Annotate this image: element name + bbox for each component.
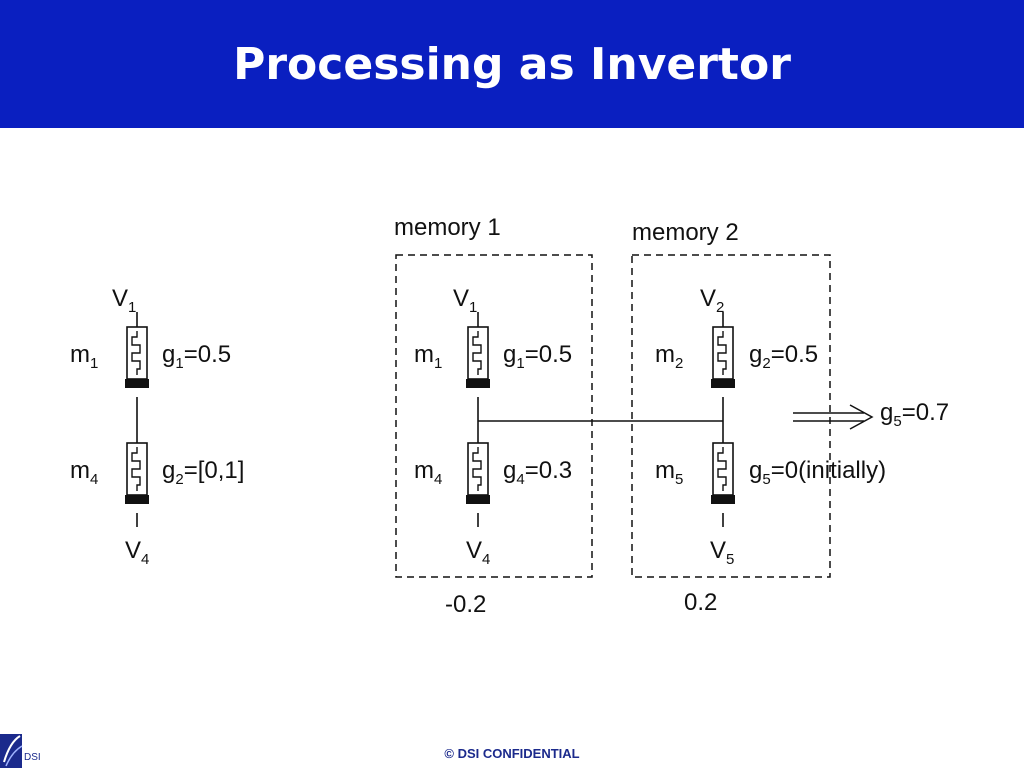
memory1-lower-device-label: m4	[414, 457, 442, 488]
left-bottom-node-label: V4	[125, 537, 149, 568]
logo-text: DSI	[24, 752, 41, 763]
memory1-block: memory 1 -0.2 V1 V4 m1 g1=0.5 m4 g4=0.3	[394, 214, 593, 618]
memristor-left-upper	[124, 326, 150, 389]
memory1-upper-device-label: m1	[414, 341, 442, 372]
memory1-value: -0.2	[445, 591, 486, 618]
slide-title: Processing as Invertor	[233, 38, 791, 90]
memory2-upper-conductance: g2=0.5	[749, 341, 818, 372]
memristor-left-lower	[124, 442, 150, 505]
memristor-m2	[710, 326, 736, 389]
left-top-node-label: V1	[112, 285, 136, 316]
memory1-boundary	[395, 254, 593, 578]
title-bar	[0, 0, 1024, 128]
memory2-lower-device-label: m5	[655, 457, 683, 488]
output-arrow	[793, 404, 874, 430]
left-upper-conductance: g1=0.5	[162, 341, 231, 372]
footer-confidential: © DSI CONFIDENTIAL	[444, 746, 580, 761]
memristor-m1	[465, 326, 491, 389]
memory2-block: memory 2 0.2 V2 V5 m2 g2=0.5 m5 g5=0(ini…	[631, 219, 886, 616]
memristor-m4	[465, 442, 491, 505]
memory1-bottom-node-label: V4	[466, 537, 490, 568]
memory2-lower-conductance: g5=0(initially)	[749, 457, 886, 488]
memory2-bottom-node-label: V5	[710, 537, 734, 568]
left-circuit: V1 V4 m1 g1=0.5 m4 g2=[0,1]	[70, 285, 244, 568]
memory2-upper-device-label: m2	[655, 341, 683, 372]
left-lower-device-label: m4	[70, 457, 98, 488]
dsi-logo-icon	[0, 734, 23, 768]
memory1-label: memory 1	[394, 214, 501, 241]
output-conductance: g5=0.7	[880, 399, 949, 430]
left-lower-conductance: g2=[0,1]	[162, 457, 244, 488]
memory1-lower-conductance: g4=0.3	[503, 457, 572, 488]
memory2-value: 0.2	[684, 589, 717, 616]
memory2-label: memory 2	[632, 219, 739, 246]
memory2-top-node-label: V2	[700, 285, 724, 316]
memory1-upper-conductance: g1=0.5	[503, 341, 572, 372]
left-upper-device-label: m1	[70, 341, 98, 372]
memristor-m5	[710, 442, 736, 505]
memory2-boundary	[631, 254, 831, 578]
memory1-top-node-label: V1	[453, 285, 477, 316]
circuit-diagram: V1 V4 m1 g1=0.5 m4 g2=[0,1] memory 1 -0.…	[70, 214, 949, 618]
